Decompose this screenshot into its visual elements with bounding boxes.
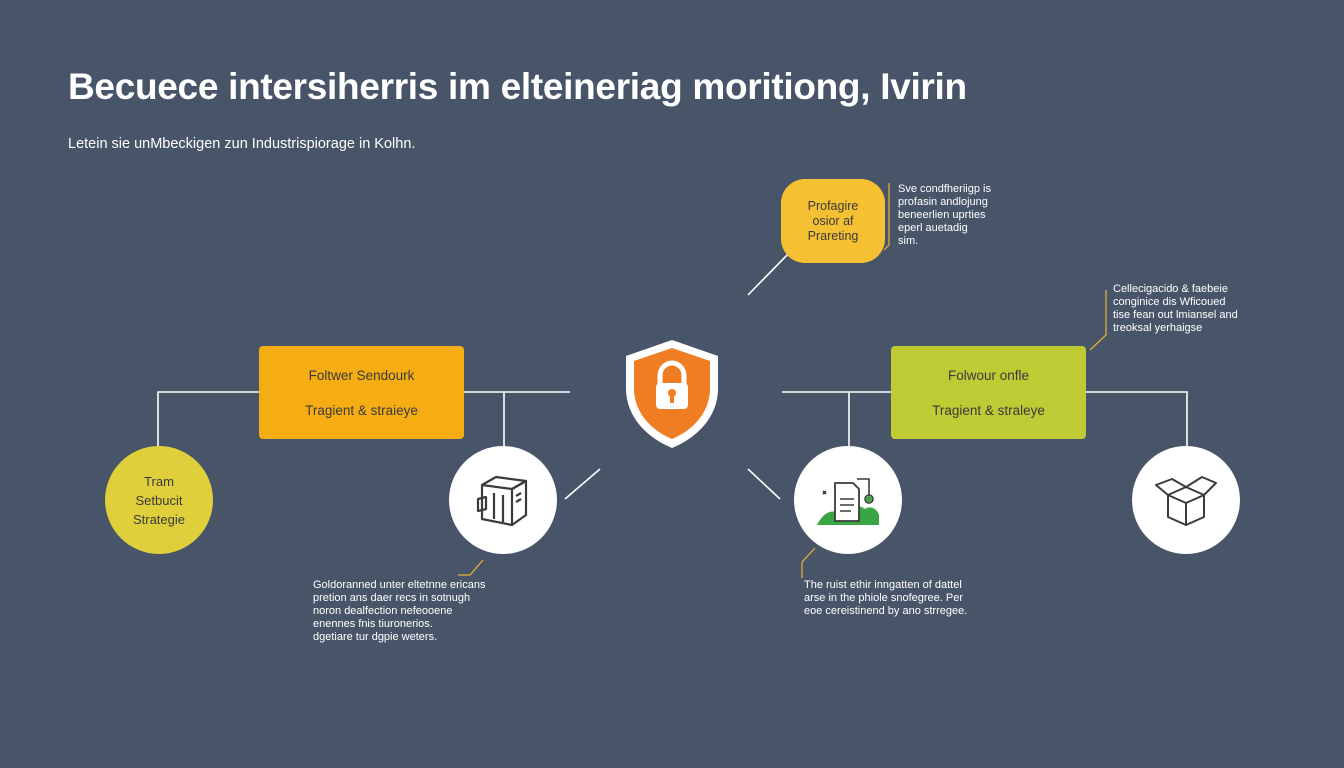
strategy-circle: Tram Setbucit Strategie (105, 446, 213, 554)
note-line: pretion ans daer recs in sotnugh (313, 592, 471, 604)
page-title: Becuece intersiherris im elteineriag mor… (68, 66, 967, 107)
note-br-marker (801, 547, 816, 578)
note-line: tise fean out lmiansel and (1113, 309, 1238, 321)
strategy-box-left-subtitle: Tragient & straieye (305, 402, 418, 418)
note-line: Goldoranned unter eltetnne ericans (313, 579, 486, 591)
document-landscape-node (794, 446, 902, 554)
bubble-line: osior af (812, 213, 854, 228)
note-bl-marker (458, 559, 484, 576)
note-line: profasin andlojung (898, 196, 988, 208)
strategy-box-left: Foltwer Sendourk Tragient & straieye (259, 346, 464, 439)
note-line: eperl auetadig (898, 222, 968, 234)
bubble-line: Prareting (807, 228, 859, 243)
note-bottom-right: The ruist ethir inngatten of dattel arse… (804, 579, 967, 618)
strategy-box-right-title: Folwour onfle (947, 367, 1030, 383)
document-landscape-icon (817, 478, 879, 525)
note-bottom-left: Goldoranned unter eltetnne ericans preti… (313, 579, 485, 644)
note-line: Cellecigacido & faebeie (1113, 283, 1228, 295)
circle-line: Setbucit (135, 492, 183, 508)
note-line: Sve condfheriigp is (898, 183, 991, 195)
open-box-icon (1155, 476, 1217, 526)
profile-bubble: Profagire osior af Prareting (781, 179, 885, 263)
note-line: noron dealfection nefeooene (313, 605, 453, 617)
connector-doc-diagonal (747, 468, 781, 500)
note-right-marker (1089, 290, 1107, 351)
server-cube-node (449, 446, 557, 554)
bubble-line: Profagire (807, 198, 859, 213)
page-subtitle: Letein sie unMbeckigen zun Industrispior… (68, 136, 416, 152)
strategy-box-right-subtitle: Tragient & straleye (932, 402, 1045, 418)
note-line: treoksal yerhaigse (1113, 322, 1203, 334)
note-line: arse in the phiole snofegree. Per (804, 592, 963, 604)
connector-bubble-diagonal (747, 249, 793, 296)
open-box-node (1132, 446, 1240, 554)
note-line: dgetiare tur dgpie weters. (313, 631, 438, 643)
note-line: beneerlien uprties (898, 209, 986, 221)
circle-line: Tram (144, 473, 174, 489)
note-line: sim. (898, 235, 919, 247)
note-line: conginice dis Wficoued (1113, 296, 1226, 308)
circle-line: Strategie (132, 511, 186, 527)
connector-cube-diagonal (564, 468, 601, 500)
strategy-box-left-title: Foltwer Sendourk (308, 367, 415, 383)
note-line: enennes fnis tiuronerios. (313, 618, 433, 630)
note-right: Cellecigacido & faebeie conginice dis Wf… (1113, 283, 1238, 335)
note-top: Sve condfheriigp is profasin andlojung b… (898, 183, 991, 248)
note-line: The ruist ethir inngatten of dattel (804, 579, 962, 591)
server-cube-icon (476, 475, 528, 527)
strategy-box-right: Folwour onfle Tragient & straleye (891, 346, 1086, 439)
note-top-marker (883, 183, 890, 251)
shield-lock-icon (626, 340, 718, 448)
note-line: eoe cereistinend by ano strregee. (804, 605, 968, 617)
